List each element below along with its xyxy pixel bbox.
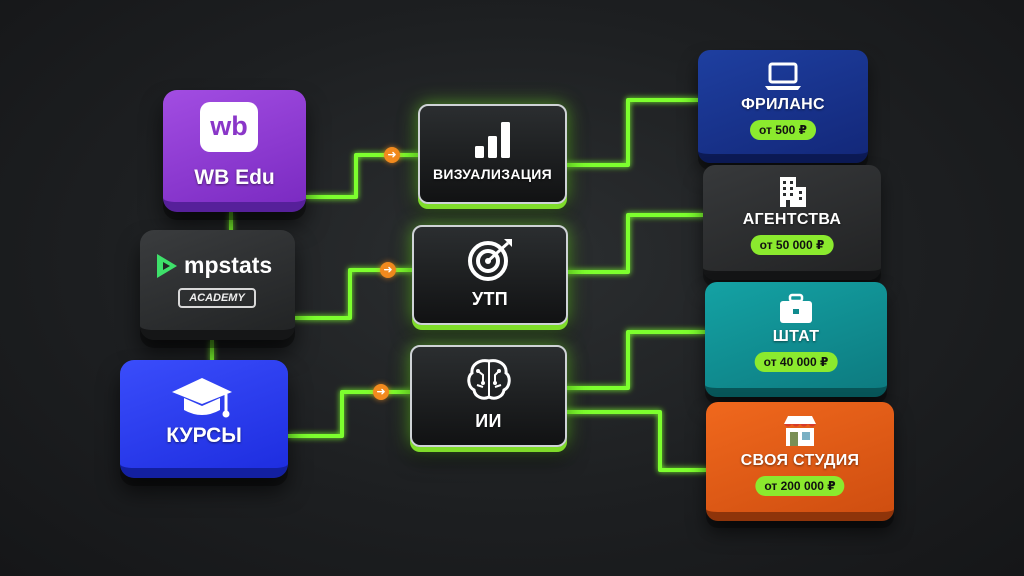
own-studio-label: СВОЯ СТУДИЯ (740, 452, 860, 469)
mpstats-logo: mpstats (154, 252, 284, 282)
storefront-icon (784, 416, 816, 446)
mpstats-wordmark: mpstats (184, 252, 273, 278)
agency-block: АГЕНТСТВА от 50 000 ₽ (703, 165, 881, 280)
utp-label: УТП (471, 289, 509, 309)
own-studio-price-badge: от 200 000 ₽ (755, 476, 845, 496)
agency-price-badge: от 50 000 ₽ (750, 235, 834, 255)
graduation-cap-icon (172, 378, 232, 418)
staff-block: ШТАТ от 40 000 ₽ (705, 282, 887, 397)
wire-mp-utp (293, 268, 414, 320)
freelance-block: ФРИЛАНС от 500 ₽ (698, 50, 868, 163)
freelance-price-badge: от 500 ₽ (750, 120, 816, 140)
staff-price-badge: от 40 000 ₽ (754, 352, 838, 372)
staff-label: ШТАТ (772, 328, 820, 345)
mpstats-academy-block: mpstats ACADEMY (140, 230, 295, 340)
briefcase-icon (780, 293, 812, 323)
wire-kursy-ii (288, 390, 412, 438)
ai-label: ИИ (475, 411, 502, 431)
kursy-label: КУРСЫ (166, 424, 242, 447)
wire-ii-shtat (563, 330, 707, 390)
mpstats-play-icon (157, 254, 177, 278)
wb-logo: wb (200, 102, 258, 152)
academy-badge: ACADEMY (178, 288, 256, 308)
bar-chart-icon (474, 122, 510, 158)
wire-wb-viz (306, 153, 420, 199)
ai-block: ИИ (410, 345, 567, 447)
wb-edu-label: WB Edu (194, 166, 275, 189)
arrow-right-icon: ➜ (384, 147, 400, 163)
utp-block: УТП (412, 225, 568, 325)
brain-circuit-icon (466, 359, 511, 400)
wb-edu-block: wb WB Edu (163, 90, 306, 212)
laptop-icon (765, 62, 801, 90)
kursy-block: КУРСЫ (120, 360, 288, 478)
freelance-label: ФРИЛАНС (741, 96, 825, 113)
own-studio-block: СВОЯ СТУДИЯ от 200 000 ₽ (706, 402, 894, 521)
visualization-block: ВИЗУАЛИЗАЦИЯ (418, 104, 567, 204)
wire-ii-stud (563, 410, 708, 472)
target-icon (468, 239, 512, 281)
agency-label: АГЕНТСТВА (742, 211, 842, 228)
building-icon (780, 177, 806, 207)
visualization-label: ВИЗУАЛИЗАЦИЯ (432, 166, 553, 182)
arrow-right-icon: ➜ (373, 384, 389, 400)
wire-viz-free (563, 98, 700, 167)
wire-utp-agen (564, 213, 705, 274)
arrow-right-icon: ➜ (380, 262, 396, 278)
